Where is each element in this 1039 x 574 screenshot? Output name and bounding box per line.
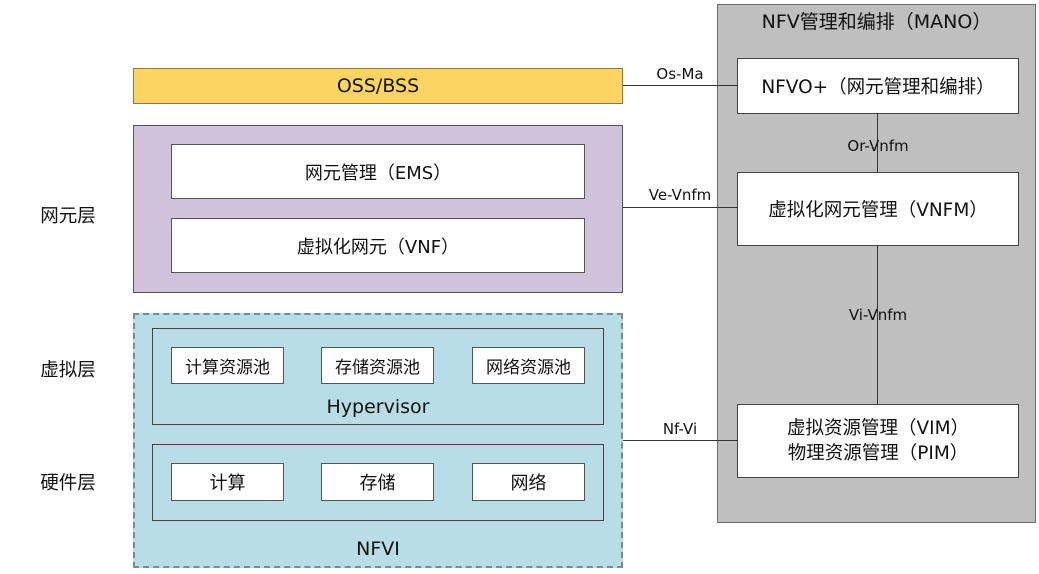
nfvi-label: NFVI bbox=[356, 538, 400, 560]
oss-bss-box: OSS/BSS bbox=[133, 68, 623, 104]
hypervisor-label: Hypervisor bbox=[326, 396, 430, 418]
mano-title: NFV管理和编排（MANO） bbox=[761, 10, 992, 33]
network-hardware-box: 网络 bbox=[472, 463, 585, 501]
hypervisor-box bbox=[152, 328, 604, 425]
hardware-layer-label: 硬件层 bbox=[40, 473, 96, 494]
virtualization-layer-label: 虚拟层 bbox=[40, 360, 96, 381]
compute-hardware-box: 计算 bbox=[171, 463, 284, 501]
storage-hardware-box: 存储 bbox=[321, 463, 434, 501]
hardware-box bbox=[152, 444, 604, 521]
connector-nf-vi bbox=[623, 440, 737, 441]
compute-pool-box: 计算资源池 bbox=[171, 347, 284, 384]
network-pool-box: 网络资源池 bbox=[472, 347, 585, 384]
pim-label: 物理资源管理（PIM） bbox=[787, 443, 969, 464]
ems-box: 网元管理（EMS） bbox=[171, 144, 585, 199]
network-element-layer-label: 网元层 bbox=[40, 206, 96, 227]
interface-vi-vnfm-label: Vi-Vnfm bbox=[848, 306, 908, 324]
interface-nf-vi-label: Nf-Vi bbox=[662, 420, 698, 438]
storage-pool-box: 存储资源池 bbox=[321, 347, 434, 384]
connector-or-vnfm bbox=[877, 114, 878, 172]
connector-ve-vnfm bbox=[623, 207, 737, 208]
vim-label: 虚拟资源管理（VIM） bbox=[786, 418, 970, 439]
connector-vi-vnfm bbox=[877, 246, 878, 404]
interface-ve-vnfm-label: Ve-Vnfm bbox=[648, 186, 712, 204]
nfvo-box: NFVO+（网元管理和编排） bbox=[737, 58, 1019, 114]
vim-box: 虚拟资源管理（VIM） 物理资源管理（PIM） bbox=[737, 404, 1019, 478]
interface-or-vnfm-label: Or-Vnfm bbox=[847, 137, 909, 155]
interface-os-ma-label: Os-Ma bbox=[656, 65, 704, 83]
vnf-box: 虚拟化网元（VNF） bbox=[171, 218, 585, 273]
connector-os-ma bbox=[623, 85, 737, 86]
vnfm-box: 虚拟化网元管理（VNFM） bbox=[737, 172, 1019, 246]
